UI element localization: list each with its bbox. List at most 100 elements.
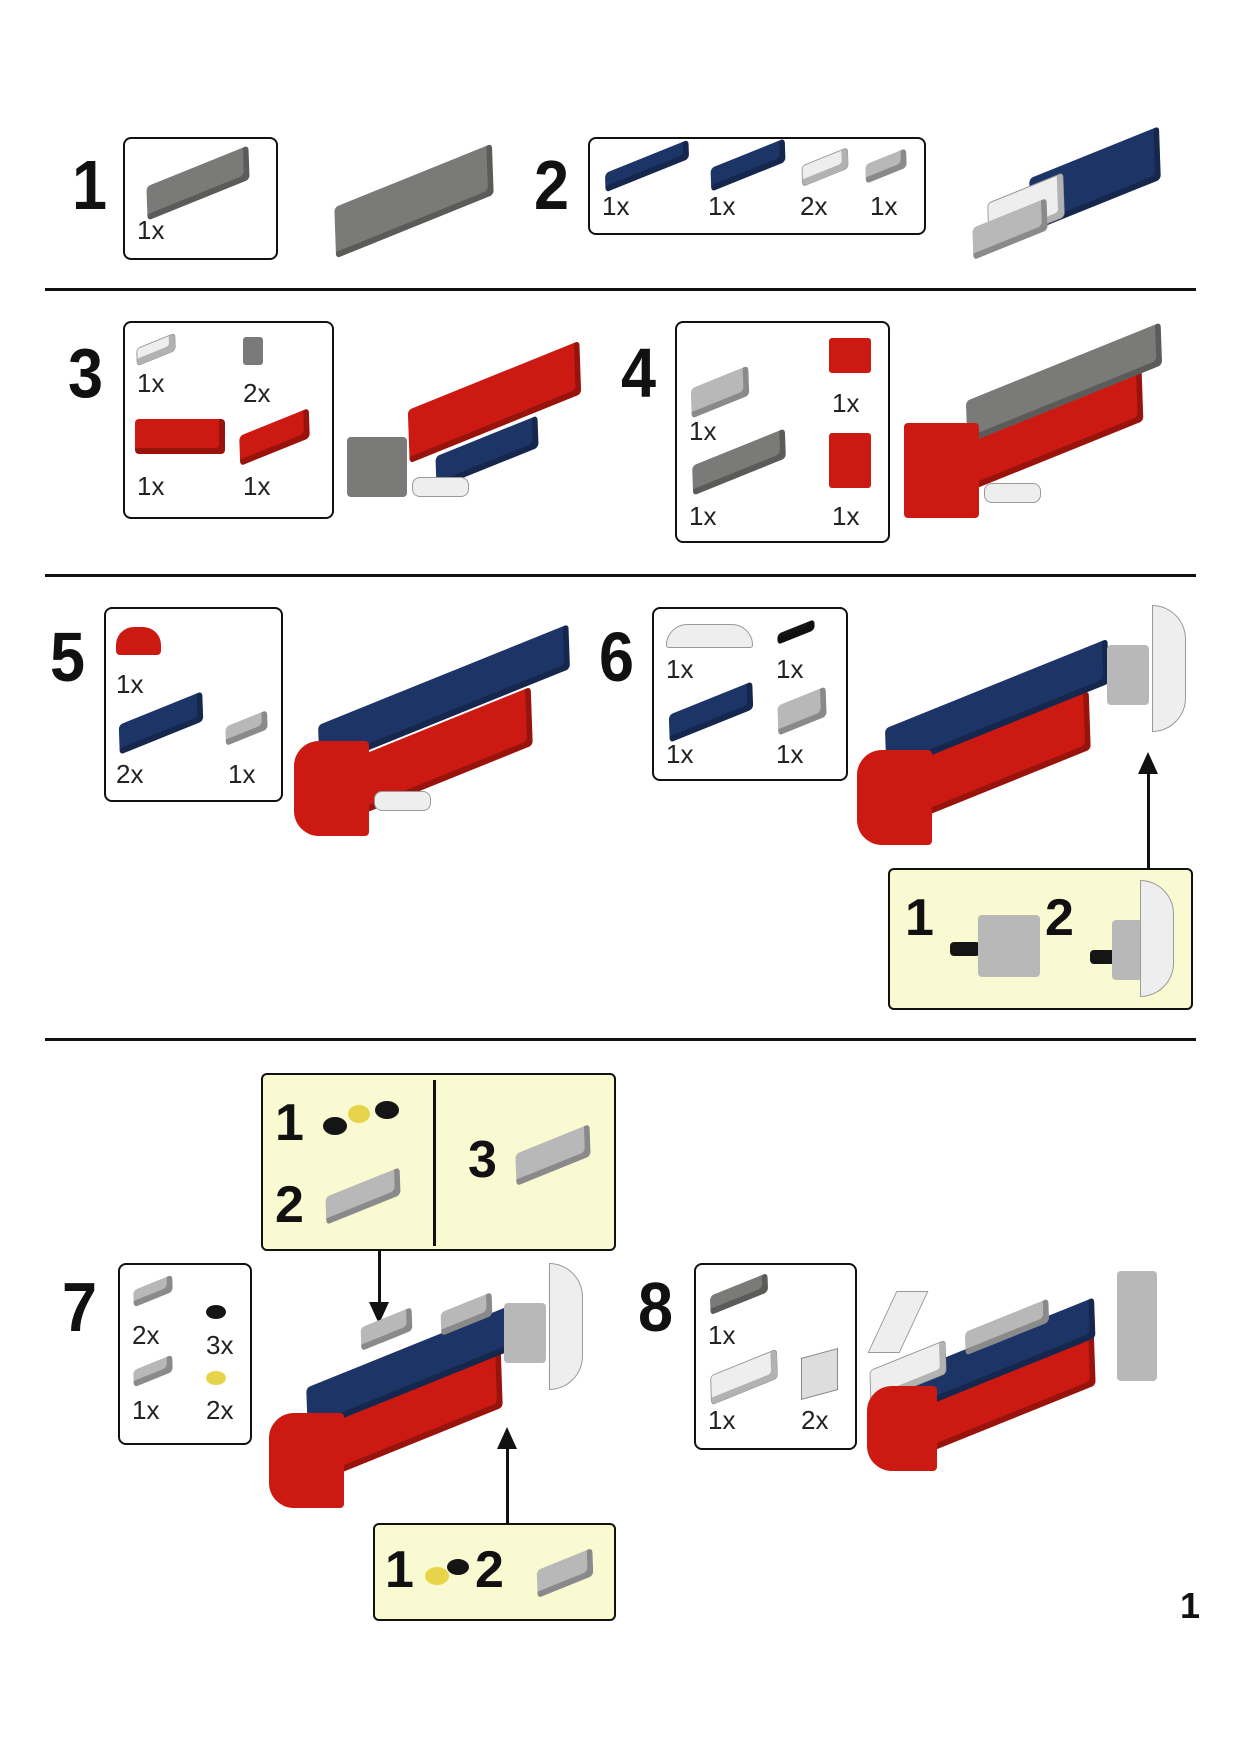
part-quantity: 2x — [206, 1395, 234, 1425]
part-quantity: 1x — [132, 1395, 160, 1425]
part-quantity: 1x — [689, 501, 717, 531]
plate-1x4-part — [709, 1272, 769, 1316]
clip-plate-part — [801, 146, 849, 188]
lego-piece-shape — [334, 143, 494, 259]
plate-2x3-part — [710, 1348, 778, 1406]
flag-part — [801, 1348, 838, 1400]
part-quantity: 1x — [776, 654, 804, 684]
part-quantity: 1x — [776, 739, 804, 769]
lego-piece-shape — [504, 1303, 546, 1363]
parts-list-step-4: 1x 1x 1x 1x — [675, 321, 890, 543]
lego-piece-shape — [323, 1117, 347, 1135]
curved-fin — [1140, 880, 1174, 997]
slope-part — [239, 408, 310, 466]
slope-part — [133, 1274, 173, 1308]
step-8-model — [862, 1271, 1187, 1506]
part-quantity: 2x — [132, 1320, 160, 1350]
step-7-model — [269, 1263, 610, 1523]
sub-step-number: 3 — [468, 1131, 497, 1189]
lego-piece-shape — [347, 437, 407, 497]
part-quantity: 1x — [137, 215, 165, 245]
parts-list-step-8: 1x 1x 2x — [694, 1263, 857, 1450]
step-number: 5 — [49, 618, 85, 696]
tile-part — [136, 332, 176, 367]
arrow-up-icon — [497, 1427, 517, 1449]
lego-piece-shape — [447, 1559, 469, 1575]
part-quantity: 1x — [666, 654, 694, 684]
round-plate-part — [206, 1371, 226, 1385]
part-quantity: 1x — [666, 739, 694, 769]
part-quantity: 1x — [832, 388, 860, 418]
part-quantity: 1x — [137, 368, 165, 398]
lego-piece-shape — [325, 1167, 401, 1225]
brick-1x2-part — [829, 338, 871, 373]
arrow-up-icon — [1138, 752, 1158, 774]
step-number: 4 — [620, 334, 656, 412]
part-quantity: 2x — [801, 1405, 829, 1435]
step-2-model — [965, 126, 1175, 260]
step-5-model — [289, 624, 588, 846]
wedge-plate-part — [604, 139, 690, 193]
sub-step-number: 2 — [275, 1176, 304, 1234]
lego-piece-shape — [412, 477, 469, 497]
lego-piece-shape — [360, 1306, 413, 1352]
lego-piece-shape — [1090, 950, 1115, 964]
step-4-model — [899, 322, 1176, 532]
parts-list-step-7: 2x 3x 1x 2x — [118, 1263, 252, 1445]
plate-2x6-part — [146, 145, 250, 221]
parts-list-step-1: 1x — [123, 137, 278, 260]
lego-piece-shape — [950, 942, 980, 956]
step-number: 6 — [598, 618, 634, 696]
lego-piece-shape — [374, 791, 431, 811]
plate-2x4-part — [118, 691, 204, 755]
lego-piece-shape — [904, 423, 979, 518]
step-number: 3 — [67, 334, 103, 412]
sub-assembly-callout: 1 2 — [888, 868, 1193, 1010]
axle-pin-part — [777, 619, 815, 645]
brick-2x4-part — [135, 419, 225, 454]
parts-list-step-3: 1x 2x 1x 1x — [123, 321, 334, 519]
sub-step-number: 1 — [385, 1541, 414, 1599]
divider — [45, 288, 1196, 291]
part-quantity: 3x — [206, 1330, 234, 1360]
wedge-plate-part — [710, 138, 786, 192]
part-quantity: 1x — [832, 501, 860, 531]
part-quantity: 2x — [116, 759, 144, 789]
lego-piece-shape — [1112, 920, 1142, 980]
lego-piece-shape — [1152, 605, 1186, 732]
page-number: 1 — [1180, 1585, 1201, 1626]
lego-piece-shape — [867, 1291, 929, 1353]
parts-list-step-2: 1x 1x 2x 1x — [588, 137, 926, 235]
sub-step-number: 2 — [1045, 889, 1074, 947]
parts-list-step-5: 1x 2x 1x — [104, 607, 283, 802]
step-1-model — [319, 143, 504, 259]
part-quantity: 1x — [689, 416, 717, 446]
lego-piece-shape — [348, 1105, 370, 1123]
round-plate-part — [206, 1305, 226, 1319]
lego-piece-shape — [984, 483, 1041, 503]
part-quantity: 2x — [243, 378, 271, 408]
plate-part — [865, 148, 907, 184]
arrow-line — [506, 1445, 509, 1523]
part-quantity: 1x — [228, 759, 256, 789]
curved-slope-part — [666, 624, 753, 648]
lego-piece-shape — [269, 1413, 344, 1508]
sub-step-number: 1 — [275, 1094, 304, 1152]
lego-piece-shape — [375, 1101, 399, 1119]
part-quantity: 1x — [602, 191, 630, 221]
step-number: 2 — [533, 146, 569, 224]
part-quantity: 1x — [137, 471, 165, 501]
lego-piece-shape — [536, 1547, 594, 1599]
lego-piece-shape — [1117, 1271, 1157, 1381]
plate-2x2-part — [690, 365, 750, 419]
lego-piece-shape — [857, 750, 932, 845]
callout-divider — [433, 1080, 436, 1246]
plate-1x2-part — [133, 1354, 173, 1388]
lego-piece-shape — [425, 1567, 449, 1585]
lego-piece-shape — [294, 741, 369, 836]
arrow-line — [1147, 770, 1150, 868]
lego-piece-shape — [549, 1263, 583, 1390]
step-number: 7 — [61, 1268, 97, 1346]
step-6-model — [857, 605, 1193, 862]
